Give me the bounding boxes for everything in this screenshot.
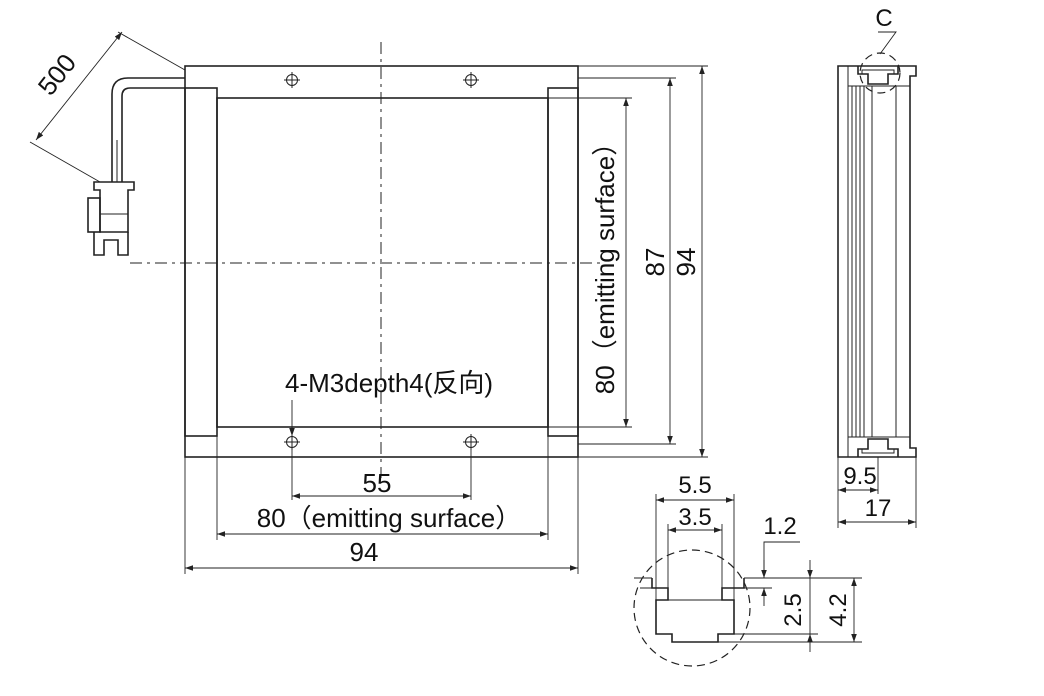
connector-latch <box>87 197 101 233</box>
dim-detail-5-5-label: 5.5 <box>678 472 711 499</box>
cable-inner <box>121 87 185 182</box>
top-t-slot <box>857 66 899 85</box>
dim-emitting-width-label: 80（emitting surface） <box>257 503 521 533</box>
left-side-bar <box>184 87 218 437</box>
dim-detail-5-5: 5.5 <box>655 472 735 634</box>
detail-ref-leader <box>878 31 897 55</box>
dim-detail-1-2-label: 1.2 <box>763 513 796 540</box>
detail-c-view <box>633 549 760 667</box>
dim-emitting-width: 80（emitting surface） <box>216 427 549 540</box>
holes-note-label: 4-M3depth4(反向) <box>285 368 493 398</box>
dim-overall-width: 94 <box>184 457 579 574</box>
right-side-bar <box>547 87 579 437</box>
mounting-hole-top-left <box>284 72 300 88</box>
dim-side-partial: 9.5 <box>837 457 879 528</box>
detail-ref-label: C <box>875 5 892 32</box>
dim-detail-3-5: 3.5 <box>667 504 723 588</box>
mounting-hole-bottom-left <box>284 434 300 450</box>
dim-detail-4-2-label: 4.2 <box>825 593 852 626</box>
dim-detail-3-5-label: 3.5 <box>678 504 711 531</box>
detail-c-circle <box>859 52 901 94</box>
cable-assembly <box>87 77 185 256</box>
front-view <box>130 42 600 478</box>
dim-overall-height-label: 94 <box>671 248 701 277</box>
detail-c-boundary <box>633 549 751 667</box>
dim-cable-length-label: 500 <box>32 48 82 101</box>
side-profile-outline <box>837 65 917 458</box>
dim-detail-1-2: 1.2 <box>744 513 800 606</box>
connector-icon <box>93 181 135 233</box>
holes-note-callout: 4-M3depth4(反向) <box>285 368 493 436</box>
dim-overall-width-label: 94 <box>350 537 379 567</box>
bottom-t-slot <box>857 438 899 457</box>
dim-detail-2-5: 2.5 <box>734 560 818 652</box>
mounting-hole-bottom-right <box>463 434 479 450</box>
dim-hole-spacing: 55 <box>291 448 472 500</box>
side-view: C <box>837 5 917 458</box>
dim-side-width-label: 17 <box>865 495 892 522</box>
connector-pins <box>93 232 129 256</box>
dim-side-partial-label: 9.5 <box>843 463 876 490</box>
dim-inner-height: 87 <box>578 77 676 445</box>
dim-detail-2-5-label: 2.5 <box>780 593 807 626</box>
dim-hole-spacing-label: 55 <box>363 468 392 498</box>
dim-emitting-height: 80（emitting surface） <box>548 97 632 428</box>
dim-inner-height-label: 87 <box>640 248 670 277</box>
dim-cable-length: 500 <box>29 31 186 183</box>
dim-emitting-height-label: 80（emitting surface） <box>590 130 620 394</box>
detail-slot-profile <box>651 578 745 643</box>
dim-side-width: 17 <box>838 457 917 528</box>
dim-overall-height: 94 <box>578 65 708 458</box>
mounting-hole-top-right <box>463 72 479 88</box>
dim-detail-4-2: 4.2 <box>718 577 862 643</box>
